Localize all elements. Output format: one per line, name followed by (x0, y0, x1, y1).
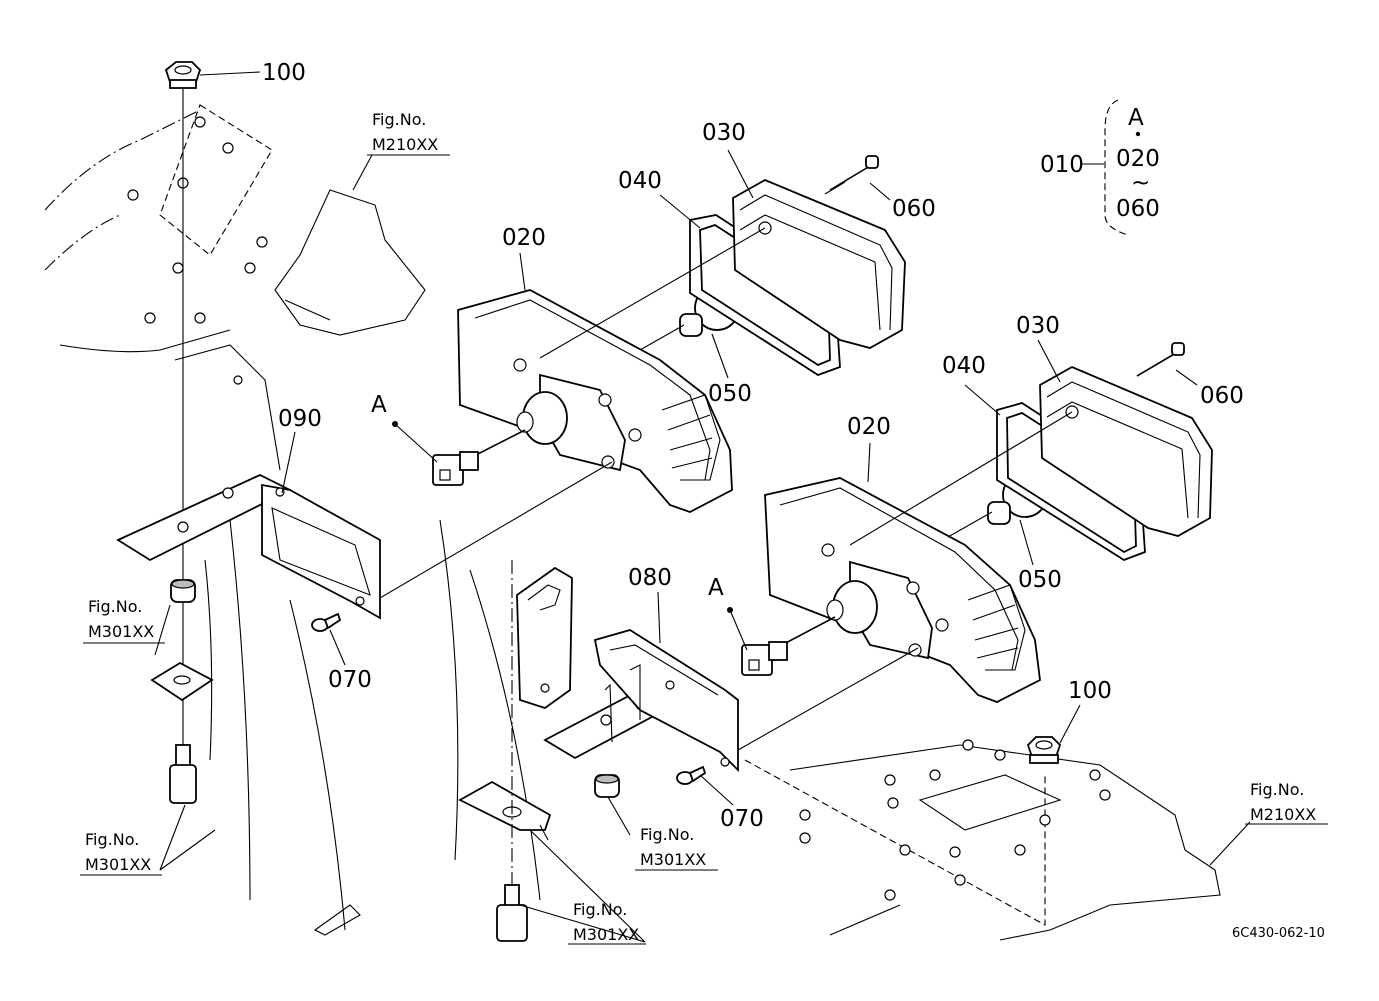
svg-text:Fig.No.: Fig.No. (372, 110, 426, 129)
legend-range-tilde: ~ (1131, 170, 1150, 196)
label-020-right: 020 (847, 414, 891, 440)
svg-text:M301XX: M301XX (573, 925, 639, 944)
mount-plate-center (516, 566, 573, 709)
lamp-housing-020-left (457, 289, 733, 513)
screw-060-right (1136, 342, 1185, 377)
label-070-right: 070 (720, 806, 764, 832)
bracket-090 (116, 474, 381, 620)
ref-m301-center: Fig.No. M301XX (635, 825, 718, 871)
label-100-right: 100 (1068, 678, 1112, 704)
svg-text:Fig.No.: Fig.No. (85, 830, 139, 849)
legend-assembly-number: 010 (1040, 152, 1084, 178)
svg-text:Fig.No.: Fig.No. (1250, 780, 1304, 799)
legend-marker: A (1128, 105, 1144, 131)
assembly-legend: 010 A 020 ~ 060 (1040, 99, 1160, 236)
label-040-right: 040 (942, 353, 986, 379)
screw-070-right (676, 765, 707, 785)
label-090: 090 (278, 406, 322, 432)
svg-text:M301XX: M301XX (640, 850, 706, 869)
figure-references: Fig.No. M210XX Fig.No. M210XX Fig.No. M3… (80, 110, 1328, 945)
label-080: 080 (628, 565, 672, 591)
left-frame-structure (44, 104, 541, 936)
lamp-housing-020-right (764, 477, 1041, 703)
ref-m301-bottom-center: Fig.No. M301XX (568, 900, 646, 945)
right-floor-structure (744, 739, 1221, 941)
grommet-left (170, 579, 196, 603)
leader-lines (154, 71, 1251, 943)
plate-bottom-center (458, 780, 552, 841)
svg-text:Fig.No.: Fig.No. (573, 900, 627, 919)
part-labels: 100 100 030 030 040 040 020 020 060 060 … (262, 60, 1244, 832)
bolt-left (169, 744, 197, 804)
label-020-top: 020 (502, 225, 546, 251)
label-050-top: 050 (708, 381, 752, 407)
ref-m301-bottom-left: Fig.No. M301XX (80, 830, 162, 876)
lens-030-left (732, 179, 906, 349)
ref-m210-top: Fig.No. M210XX (367, 110, 450, 156)
svg-text:M301XX: M301XX (85, 855, 151, 874)
drawing-code: 6C430-062-10 (1232, 926, 1325, 941)
ref-m210-right: Fig.No. M210XX (1245, 780, 1328, 825)
screw-070-left (311, 612, 342, 632)
bracket-080 (543, 629, 739, 773)
socket-connector-left (432, 429, 526, 486)
nut-100-right (1026, 736, 1062, 764)
nut-100-top (164, 61, 202, 89)
label-060-right: 060 (1200, 383, 1244, 409)
legend-range-start: 020 (1116, 146, 1160, 172)
label-050-right: 050 (1018, 567, 1062, 593)
ref-m301-left: Fig.No. M301XX (83, 597, 165, 644)
label-a-left: A (371, 392, 387, 418)
bolt-bottom-center (496, 884, 528, 942)
grommet-center (594, 774, 620, 798)
label-040-top: 040 (618, 168, 662, 194)
svg-text:M210XX: M210XX (372, 135, 438, 154)
legend-range-end: 060 (1116, 196, 1160, 222)
label-a-right: A (708, 575, 724, 601)
label-030-top: 030 (702, 120, 746, 146)
svg-text:Fig.No.: Fig.No. (640, 825, 694, 844)
label-100-top: 100 (262, 60, 306, 86)
socket-connector-right (741, 616, 836, 676)
label-070-left: 070 (328, 667, 372, 693)
svg-text:Fig.No.: Fig.No. (88, 597, 142, 616)
svg-text:M210XX: M210XX (1250, 805, 1316, 824)
label-030-right: 030 (1016, 313, 1060, 339)
label-060-top: 060 (892, 196, 936, 222)
screw-060-left (824, 155, 879, 195)
svg-text:M301XX: M301XX (88, 622, 154, 641)
